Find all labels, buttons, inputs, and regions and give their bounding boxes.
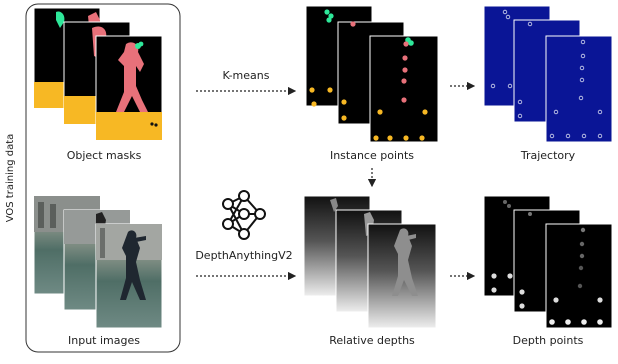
input-images-label: Input images xyxy=(68,334,140,347)
vos-side-label: VOS training data xyxy=(5,134,16,223)
depth-points-label: Depth points xyxy=(513,334,584,347)
image-frame-3 xyxy=(95,223,163,329)
instance-points-label: Instance points xyxy=(330,149,414,162)
object-masks-stack xyxy=(33,7,163,141)
neural-network-icon xyxy=(222,190,266,240)
depth-points-stack xyxy=(483,195,613,329)
trajectory-frame-3 xyxy=(545,35,613,143)
trajectory-stack xyxy=(483,5,613,143)
vos-data-box xyxy=(25,3,181,353)
depth-frame-3 xyxy=(367,223,437,329)
relative-depths-stack xyxy=(303,195,437,329)
kmeans-label: K-means xyxy=(223,69,270,82)
mask-frame-3 xyxy=(95,35,163,141)
depth-model-label: DepthAnythingV2 xyxy=(195,249,292,262)
instance-frame-3 xyxy=(369,35,439,143)
depth-points-frame-3 xyxy=(545,223,613,329)
relative-depths-label: Relative depths xyxy=(329,334,415,347)
object-masks-label: Object masks xyxy=(67,149,142,162)
input-images-stack xyxy=(33,195,163,329)
instance-points-stack xyxy=(305,5,439,143)
trajectory-label: Trajectory xyxy=(520,149,576,162)
